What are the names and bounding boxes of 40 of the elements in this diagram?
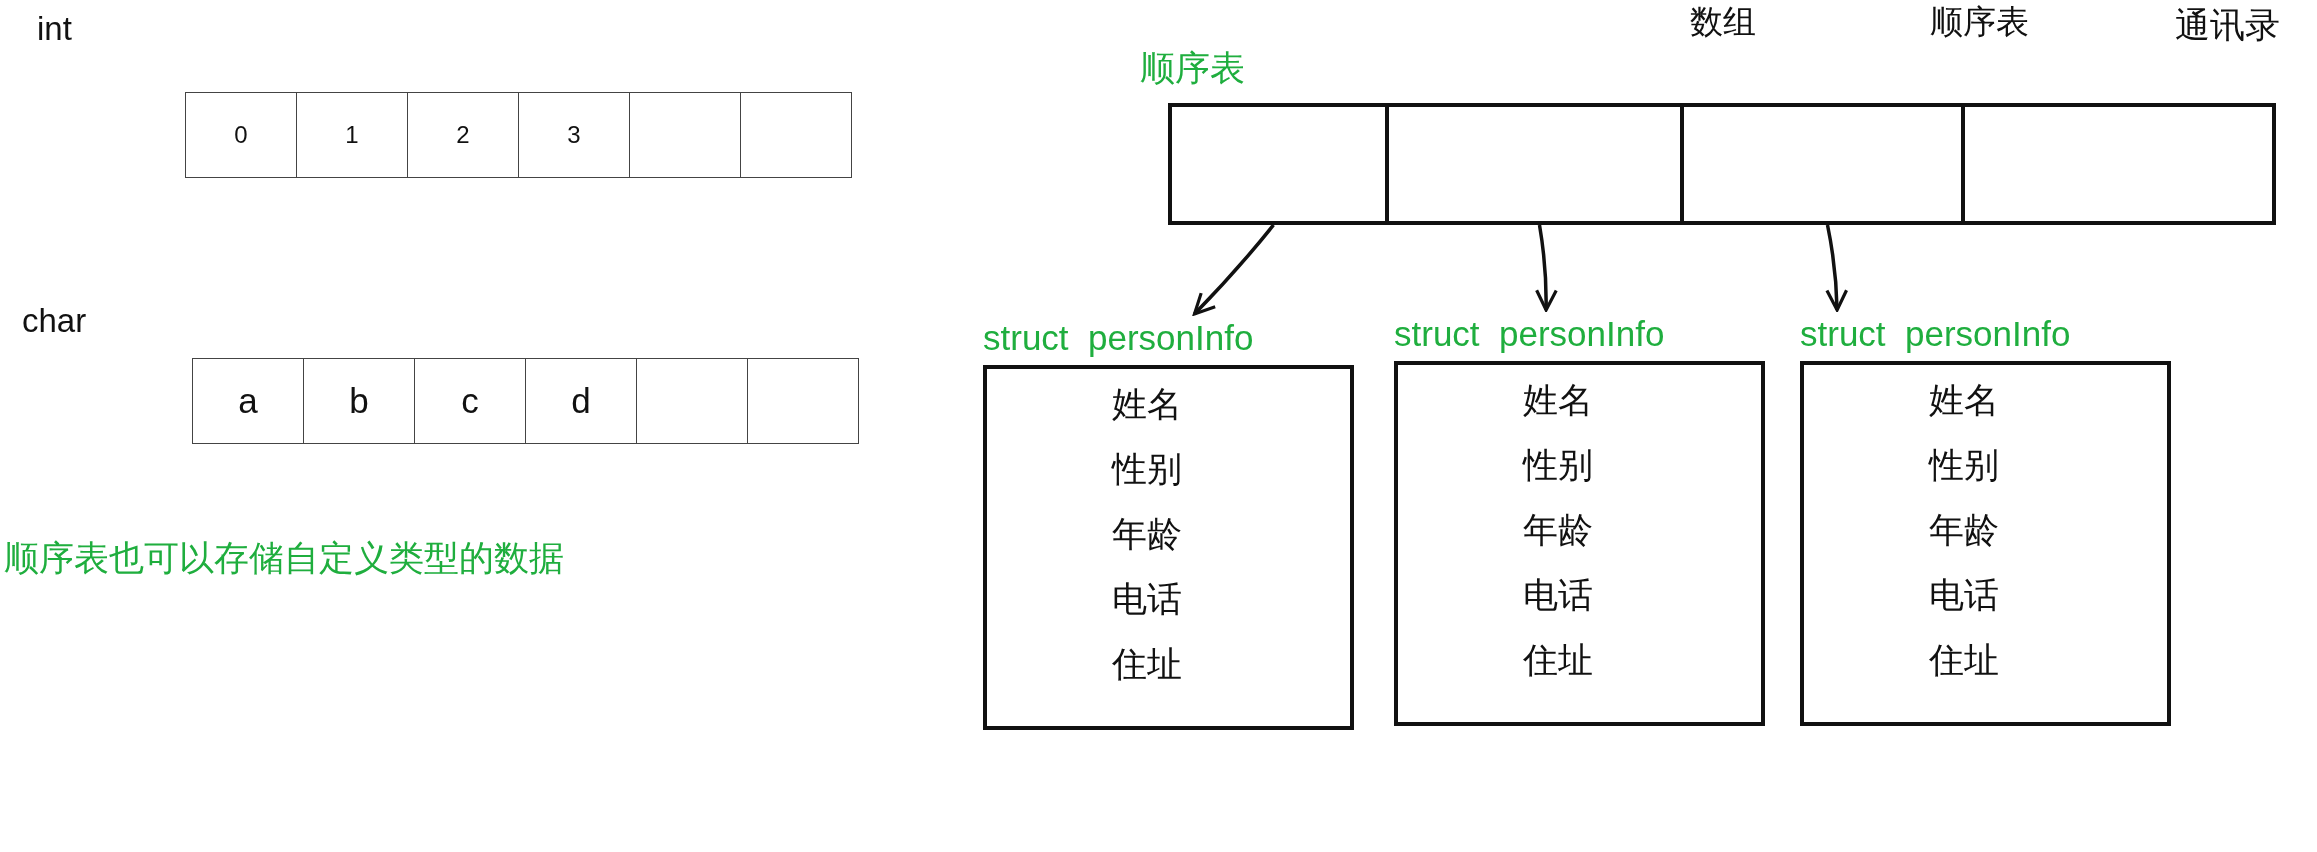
field-name: 年龄	[1929, 509, 1999, 551]
struct-heading: struct personInfo	[983, 318, 1254, 358]
table-heading: 顺序表	[1140, 47, 1245, 89]
field-name: 电话	[1929, 574, 1999, 616]
field-name: 电话	[1523, 574, 1593, 616]
array-cell: 1	[296, 92, 408, 178]
field-name: 住址	[1112, 643, 1182, 685]
field-name: 年龄	[1523, 509, 1593, 551]
field-name: 性别	[1112, 448, 1182, 490]
empty-array-cell	[747, 358, 859, 444]
column-heading: 顺序表	[1930, 2, 2029, 42]
array-cell: 2	[407, 92, 519, 178]
field-name: 姓名	[1112, 383, 1182, 425]
field-name: 住址	[1523, 639, 1593, 681]
empty-array-cell	[629, 92, 741, 178]
type-label: char	[22, 302, 87, 340]
field-name: 性别	[1523, 444, 1593, 486]
empty-array-cell	[636, 358, 748, 444]
array-cell: d	[525, 358, 637, 444]
struct-heading: struct personInfo	[1394, 314, 1665, 354]
field-name: 年龄	[1112, 513, 1182, 555]
array-cell: c	[414, 358, 526, 444]
field-name: 住址	[1929, 639, 1999, 681]
column-heading: 通讯录	[2175, 4, 2280, 46]
column-heading: 数组	[1690, 2, 1756, 42]
arrow	[1192, 223, 1275, 316]
empty-array-cell	[740, 92, 852, 178]
struct-heading: struct personInfo	[1800, 314, 2071, 354]
type-label: int	[37, 10, 72, 48]
arrow	[1825, 224, 1848, 312]
array-cell: b	[303, 358, 415, 444]
arrow	[1534, 224, 1558, 312]
field-name: 性别	[1929, 444, 1999, 486]
array-cell: a	[192, 358, 304, 444]
array-cell: 0	[185, 92, 297, 178]
field-name: 姓名	[1929, 379, 1999, 421]
field-name: 电话	[1112, 578, 1182, 620]
array-cell: 3	[518, 92, 630, 178]
note-text: 顺序表也可以存储自定义类型的数据	[4, 537, 564, 579]
field-name: 姓名	[1523, 379, 1593, 421]
